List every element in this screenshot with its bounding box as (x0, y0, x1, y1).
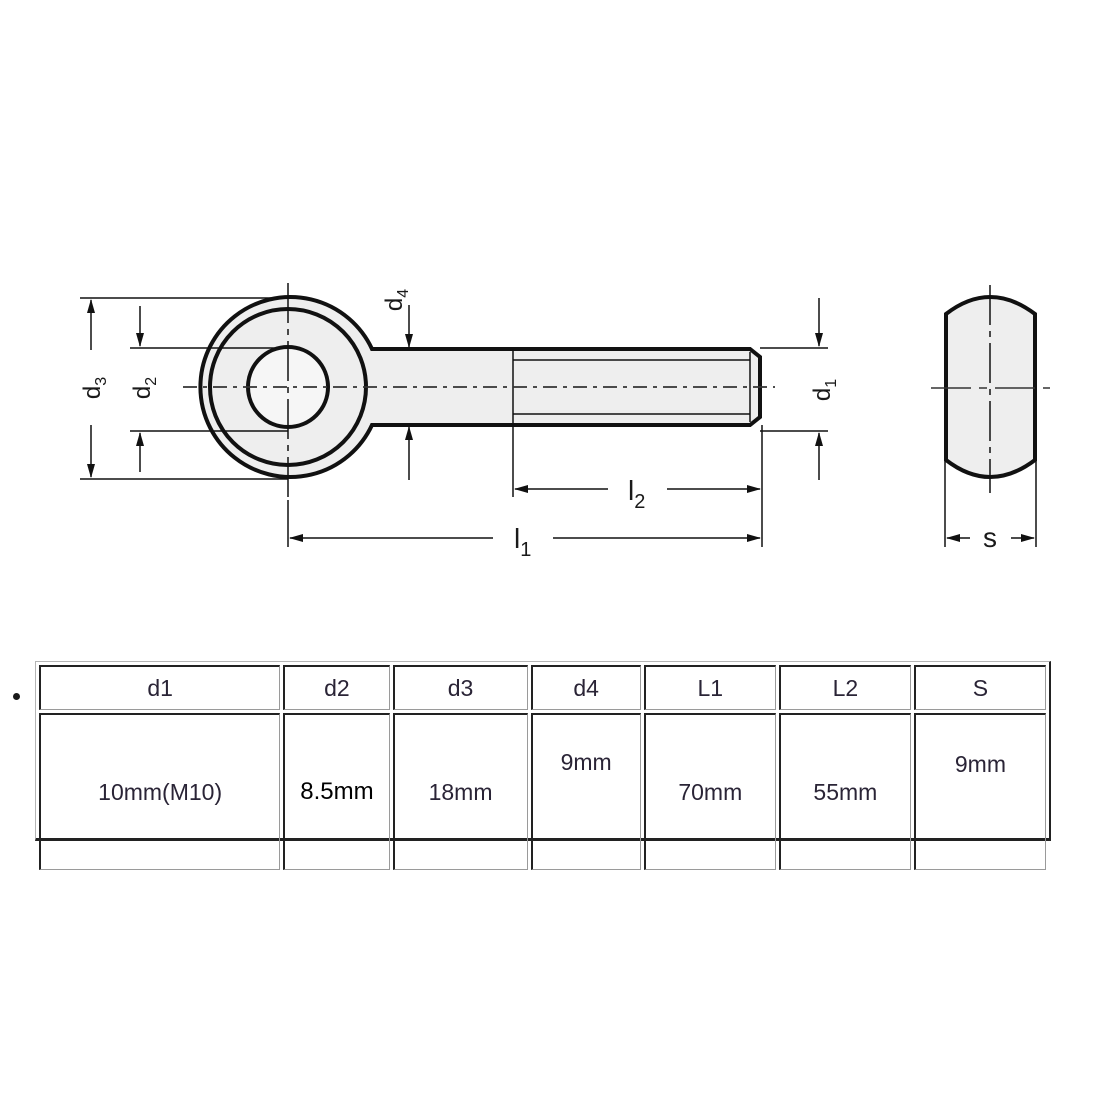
svg-text:d3: d3 (79, 377, 110, 399)
spec-value-row: 10mm(M10) 8.5mm 18mm 9mm 70mm 55mm 9mm (39, 713, 1046, 870)
header-d4: d4 (530, 665, 641, 710)
bolt-end-view: s (931, 285, 1050, 553)
dimension-d3: d3 (79, 297, 288, 480)
dimension-l1: l1 (287, 500, 761, 561)
spec-header-row: d1 d2 d3 d4 L1 L2 S (39, 665, 1046, 710)
value-s: 9mm (913, 713, 1046, 870)
dimension-l2: l2 (512, 425, 763, 547)
dimension-d4: d4 (381, 289, 413, 480)
header-s: S (913, 665, 1046, 710)
svg-text:d1: d1 (809, 379, 840, 401)
header-d1: d1 (39, 665, 281, 710)
value-l1: 70mm (643, 713, 776, 870)
svg-text:d2: d2 (129, 377, 160, 399)
value-d4: 9mm (530, 713, 641, 870)
svg-text:d4: d4 (381, 289, 412, 311)
dimension-d2: d2 (129, 306, 288, 472)
value-l2: 55mm (778, 713, 911, 870)
spec-table: d1 d2 d3 d4 L1 L2 S 10mm(M10) 8.5mm 18mm… (35, 661, 1051, 870)
value-d3: 18mm (392, 713, 528, 870)
header-l1: L1 (643, 665, 776, 710)
eye-bolt-drawing: d3 d2 d4 d1 l2 (79, 283, 1050, 561)
dimension-s-label: s (983, 522, 997, 553)
bullet-marker (13, 693, 20, 700)
header-l2: L2 (778, 665, 911, 710)
header-d2: d2 (283, 665, 390, 710)
value-d1: 10mm(M10) (39, 713, 281, 870)
dimension-d1: d1 (760, 298, 840, 480)
bolt-side-view (183, 283, 775, 500)
svg-text:l1: l1 (514, 523, 531, 561)
svg-text:l2: l2 (628, 475, 645, 513)
value-d2: 8.5mm (283, 713, 390, 870)
header-d3: d3 (392, 665, 528, 710)
